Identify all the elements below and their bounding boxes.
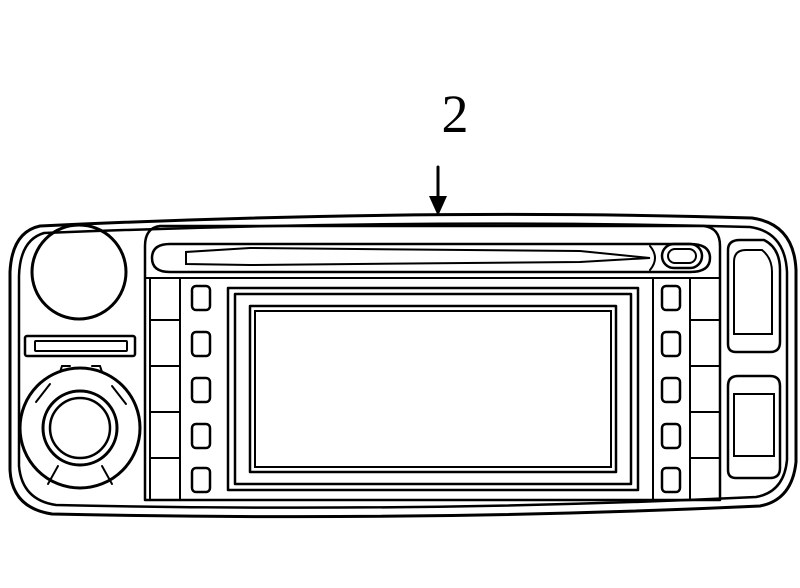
left-preset-button-3[interactable]: [190, 376, 212, 404]
right-preset-button-3[interactable]: [660, 376, 682, 404]
right-preset-button-2[interactable]: [660, 330, 682, 358]
card-slot[interactable]: [23, 334, 137, 358]
right-preset-button-4[interactable]: [660, 422, 682, 450]
left-preset-button-1[interactable]: [190, 284, 212, 312]
callout-arrow: [429, 165, 447, 216]
display-screen: [226, 286, 640, 492]
left-preset-button-5[interactable]: [190, 466, 212, 494]
lower-round-knob[interactable]: [18, 366, 142, 490]
lower-side-button[interactable]: [726, 374, 782, 480]
left-preset-button-2[interactable]: [190, 330, 212, 358]
upper-side-button[interactable]: [726, 238, 782, 354]
faceplate-grid: [144, 277, 721, 501]
right-preset-button-5[interactable]: [660, 466, 682, 494]
left-preset-button-4[interactable]: [190, 422, 212, 450]
eject-button[interactable]: [660, 242, 704, 270]
outer-bezel: [8, 212, 798, 519]
center-faceplate: [143, 224, 722, 502]
left-preset-buttons: [190, 284, 212, 494]
right-preset-button-1[interactable]: [660, 284, 682, 312]
right-preset-buttons: [660, 284, 682, 494]
upper-round-knob[interactable]: [30, 223, 128, 321]
callout-number: 2: [442, 84, 469, 144]
cd-slot[interactable]: [150, 242, 712, 274]
